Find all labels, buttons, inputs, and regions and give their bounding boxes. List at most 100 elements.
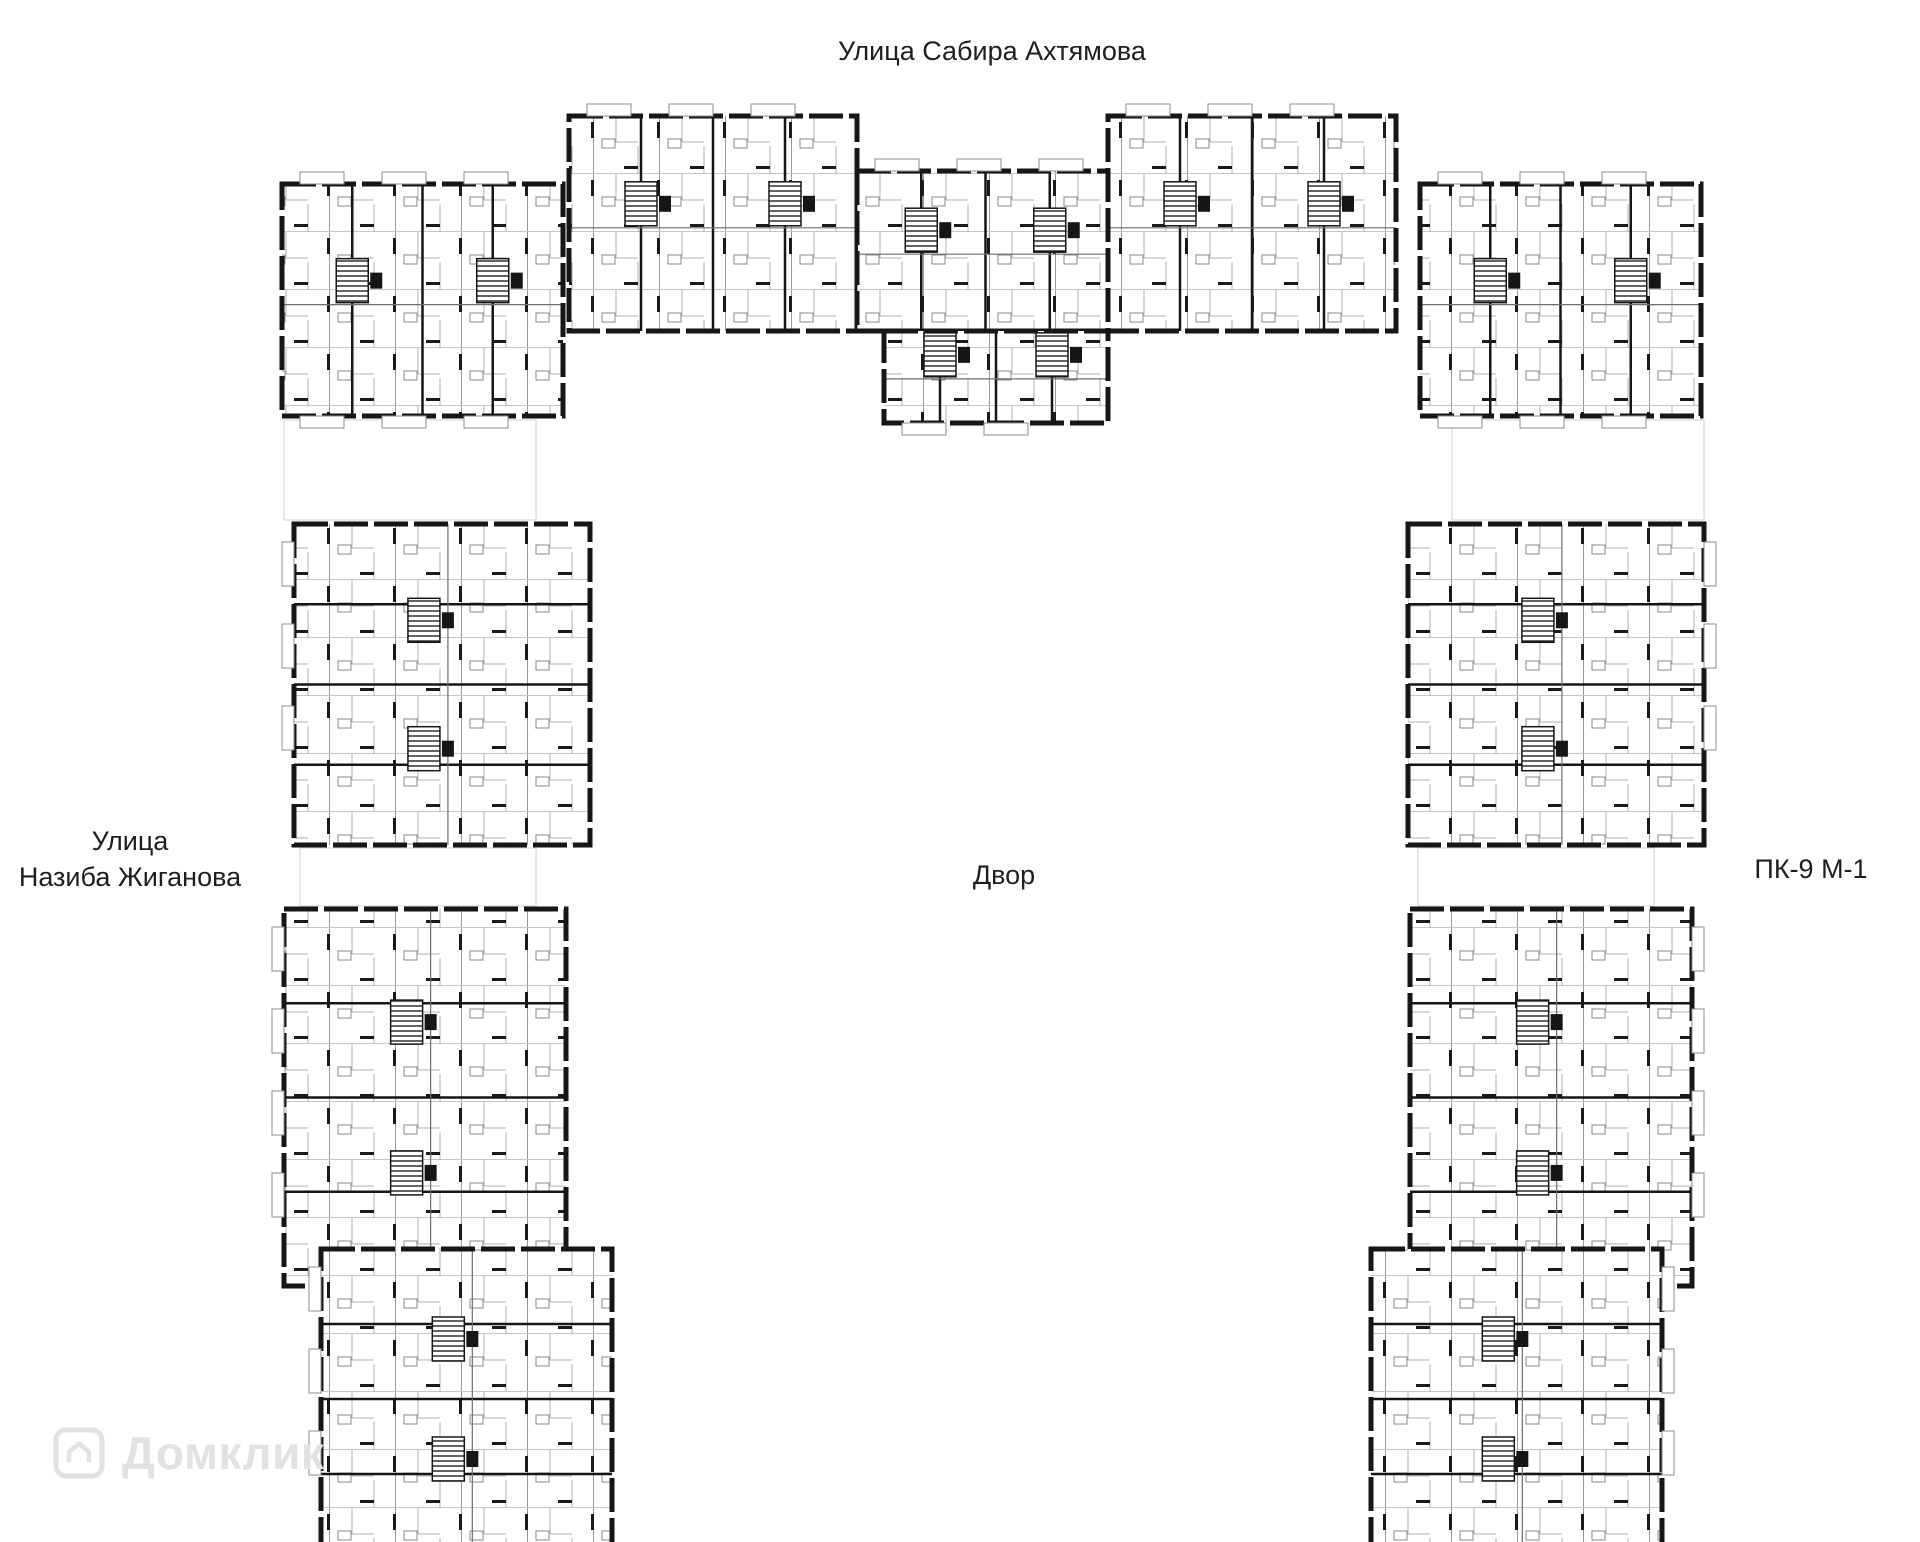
balcony <box>1661 1348 1675 1394</box>
building-block-left-wing-lower <box>308 1246 615 1542</box>
balcony <box>281 705 295 751</box>
outer-wall <box>1405 521 1707 848</box>
stair-core <box>1307 181 1341 227</box>
street-label-left-line1: Улица <box>91 826 169 856</box>
site-outline <box>1417 847 1655 907</box>
balcony <box>1207 103 1253 117</box>
balcony <box>281 623 295 669</box>
balcony <box>1691 1008 1705 1054</box>
balcony <box>1038 158 1084 172</box>
balcony <box>874 158 920 172</box>
stair-core <box>1481 1436 1516 1482</box>
elevator-shaft <box>1550 1164 1563 1181</box>
site-outline <box>1451 419 1705 521</box>
balcony <box>381 171 427 185</box>
outer-wall <box>291 521 593 848</box>
balcony <box>463 415 509 429</box>
balcony <box>901 422 947 436</box>
balcony <box>308 1430 322 1476</box>
building-code-label: ПК-9 М-1 <box>1754 854 1868 884</box>
building-block-left-wing-mid <box>271 906 569 1289</box>
street-label-left-line2: Назиба Жиганова <box>18 861 242 892</box>
apartments-area <box>321 1249 612 1542</box>
stair-core <box>1521 725 1555 772</box>
elevator-shaft <box>466 1331 479 1347</box>
balcony <box>1661 1266 1675 1312</box>
stair-core <box>1163 181 1197 227</box>
balcony <box>668 103 714 117</box>
balcony <box>299 171 345 185</box>
balcony <box>1601 415 1647 429</box>
balcony <box>1691 1172 1705 1218</box>
stair-core <box>389 1150 424 1196</box>
stair-core <box>923 332 957 378</box>
elevator-shaft <box>1550 1014 1563 1031</box>
stair-core <box>1521 597 1555 644</box>
building-block-top-mid-right <box>1105 103 1399 334</box>
balcony <box>1601 171 1647 185</box>
balcony <box>586 103 632 117</box>
stair-core <box>1614 257 1648 304</box>
balcony <box>1437 415 1483 429</box>
stair-core <box>904 207 938 253</box>
balcony <box>1703 541 1717 587</box>
balcony <box>271 1172 285 1218</box>
stair-core <box>335 257 369 304</box>
elevator-shaft <box>803 195 815 212</box>
balcony <box>1519 415 1565 429</box>
balcony <box>271 926 285 972</box>
balcony <box>281 541 295 587</box>
elevator-shaft <box>370 272 383 289</box>
site-outline <box>283 419 537 521</box>
stair-core <box>407 725 441 772</box>
balcony <box>983 422 1029 436</box>
balcony <box>271 1090 285 1136</box>
building-block-right-wing-mid <box>1407 906 1705 1289</box>
stair-core <box>624 181 658 227</box>
building-block-top-right <box>1417 171 1704 429</box>
balcony <box>381 415 427 429</box>
balcony <box>1289 103 1335 117</box>
outer-wall <box>318 1246 615 1542</box>
balcony <box>463 171 509 185</box>
balcony <box>1437 171 1483 185</box>
elevator-shaft <box>1342 195 1354 212</box>
courtyard-label: Двор <box>972 860 1036 890</box>
stair-core <box>1515 1150 1550 1196</box>
stair-core <box>768 181 802 227</box>
elevator-shaft <box>939 222 952 239</box>
site-outline <box>299 847 537 907</box>
elevator-shaft <box>1508 272 1521 289</box>
elevator-shaft <box>424 1164 437 1181</box>
building-block-top-center-stub <box>881 328 1111 436</box>
building-block-right-wing-upper <box>1405 521 1717 848</box>
elevator-shaft <box>1070 346 1082 363</box>
stair-core <box>1033 207 1067 253</box>
elevator-shaft <box>466 1451 479 1467</box>
elevator-shaft <box>1067 222 1080 239</box>
balcony <box>1703 705 1717 751</box>
balcony <box>1661 1430 1675 1476</box>
balcony <box>1703 623 1717 669</box>
elevator-shaft <box>958 346 970 363</box>
street-label-top: Улица Сабира Ахтямова <box>838 36 1146 66</box>
stair-core <box>476 257 510 304</box>
stair-core <box>431 1316 466 1362</box>
elevator-shaft <box>1555 740 1568 757</box>
stair-core <box>1035 332 1069 378</box>
building-block-left-wing-upper <box>281 521 593 848</box>
elevator-shaft <box>510 272 523 289</box>
elevator-shaft <box>424 1014 437 1031</box>
elevator-shaft <box>659 195 671 212</box>
street-label-left: Улица Назиба Жиганова <box>8 824 252 895</box>
stair-core <box>407 597 441 644</box>
elevator-shaft <box>1198 195 1210 212</box>
balcony <box>956 158 1002 172</box>
building-block-top-left <box>279 171 566 429</box>
elevator-shaft <box>441 612 454 629</box>
balcony <box>1125 103 1171 117</box>
balcony <box>1519 171 1565 185</box>
building-block-top-mid-left <box>566 103 860 334</box>
building-blocks-layer <box>271 103 1717 1542</box>
